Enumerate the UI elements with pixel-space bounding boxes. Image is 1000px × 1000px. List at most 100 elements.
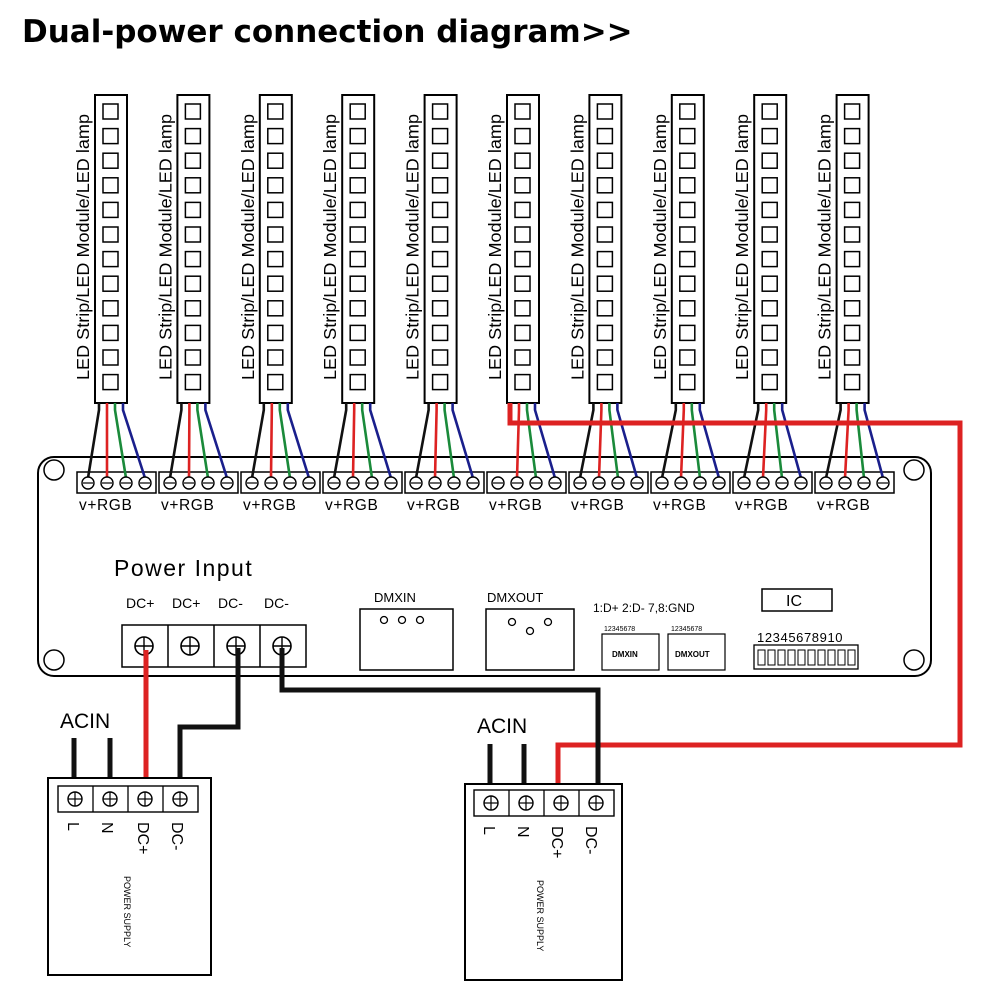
led-chip: [761, 152, 778, 169]
psu-terminal-label: L: [64, 822, 81, 831]
led-chip: [349, 177, 366, 194]
led-chip: [514, 152, 531, 169]
led-chip: [514, 275, 531, 292]
led-chip: [431, 177, 449, 194]
strip-wire: [608, 403, 620, 479]
led-chip: [102, 250, 119, 268]
led-chip: [349, 201, 366, 219]
led-chip: [514, 300, 531, 317]
psu-terminal-label: DC+: [548, 826, 565, 858]
led-chip: [843, 127, 861, 145]
led-chip: [514, 103, 531, 120]
led-chip: [349, 127, 366, 145]
led-chip: [761, 177, 778, 194]
strip-label: LED Strip/LED Module/LED lamp: [320, 114, 340, 380]
strip-body: [423, 94, 458, 404]
led-chip: [596, 349, 614, 366]
strip-label: LED Strip/LED Module/LED lamp: [732, 114, 752, 380]
mount-hole: [903, 649, 925, 671]
led-chip: [184, 177, 202, 194]
psu-terminal-label: DC-: [168, 822, 185, 850]
led-chip: [761, 300, 778, 317]
strip-wire: [196, 403, 210, 479]
dip-toggle: [837, 649, 846, 666]
led-chip: [184, 103, 202, 120]
led-chip: [843, 226, 861, 243]
dmxout-label: DMXOUT: [487, 590, 543, 605]
led-chip: [184, 349, 202, 366]
power-terminal-label: DC+: [126, 595, 154, 611]
led-strip: LED Strip/LED Module/LED lamp: [567, 94, 623, 404]
led-strip: LED Strip/LED Module/LED lamp: [238, 94, 293, 404]
dip-toggle: [817, 649, 826, 666]
terminal-block-body: [240, 471, 321, 494]
dmxout-port: [485, 608, 575, 671]
led-chip: [184, 250, 202, 268]
led-chip: [761, 226, 778, 243]
led-chip: [267, 127, 284, 145]
strip-wire: [368, 403, 393, 479]
dmx-pin: [543, 617, 553, 627]
dip-toggle: [767, 649, 776, 666]
terminal-block-body: [404, 471, 485, 494]
diagram-title: Dual-power connection diagram>>: [22, 14, 633, 50]
power-terminal-label: DC+: [172, 595, 200, 611]
led-strips: LED Strip/LED Module/LED lamp LED Strip/L…: [73, 94, 870, 404]
led-chip: [349, 373, 366, 391]
dmx-pin-note: 1:D+ 2:D- 7,8:GND: [593, 601, 695, 615]
terminal-block-body: [158, 471, 239, 494]
led-chip: [102, 373, 119, 391]
strip-wire: [204, 403, 229, 479]
led-strip: LED Strip/LED Module/LED lamp: [73, 94, 128, 404]
channel-label: v+RGB: [817, 497, 870, 514]
dmx-pin: [415, 615, 425, 625]
dmxin-pin-numbers: 12345678: [604, 626, 635, 633]
mount-hole: [43, 649, 65, 671]
led-chip: [596, 373, 614, 391]
power-input-label: Power Input: [114, 555, 253, 581]
led-chip: [102, 127, 119, 145]
strip-wire: [168, 403, 183, 479]
led-chip: [184, 300, 202, 317]
strip-wire: [360, 403, 374, 479]
led-chip: [679, 373, 696, 391]
strip-wire: [824, 403, 842, 479]
led-strip: LED Strip/LED Module/LED lamp: [403, 94, 458, 404]
controller-outline: [37, 456, 932, 677]
led-chip: [349, 349, 366, 366]
psu-terminal-label: N: [514, 826, 531, 838]
led-chip: [102, 152, 119, 169]
strip-wire: [515, 403, 521, 479]
strip-wire: [278, 403, 292, 479]
led-chip: [843, 324, 861, 342]
led-chip: [761, 373, 778, 391]
led-chip: [761, 250, 778, 268]
led-chip: [349, 324, 366, 342]
dip-toggle: [787, 649, 796, 666]
led-chip: [596, 201, 614, 219]
led-chip: [267, 177, 284, 194]
led-chip: [102, 275, 119, 292]
acin-label: ACIN: [60, 710, 110, 733]
psu-terminal-label: DC+: [134, 822, 151, 854]
strip-label: LED Strip/LED Module/LED lamp: [403, 114, 423, 380]
led-chip: [679, 275, 696, 292]
led-chip: [679, 226, 696, 243]
strip-label: LED Strip/LED Module/LED lamp: [650, 114, 670, 380]
strip-wire: [332, 403, 348, 479]
led-chip: [349, 103, 366, 120]
led-chip: [102, 300, 119, 317]
strip-wire: [269, 403, 274, 479]
led-chip: [596, 127, 614, 145]
acin-label: ACIN: [477, 715, 527, 738]
led-chip: [431, 226, 449, 243]
power-supply-2: ACIN L N DC+ DC- POWER SUPPLY: [464, 715, 623, 981]
strip-wire: [742, 403, 760, 479]
strip-label: LED Strip/LED Module/LED lamp: [238, 114, 258, 380]
strip-wire: [660, 403, 678, 479]
channel-terminal-block: v+RGB: [814, 403, 895, 514]
led-chip: [184, 201, 202, 219]
led-chip: [596, 103, 614, 120]
led-chip: [514, 349, 531, 366]
led-chip: [184, 324, 202, 342]
